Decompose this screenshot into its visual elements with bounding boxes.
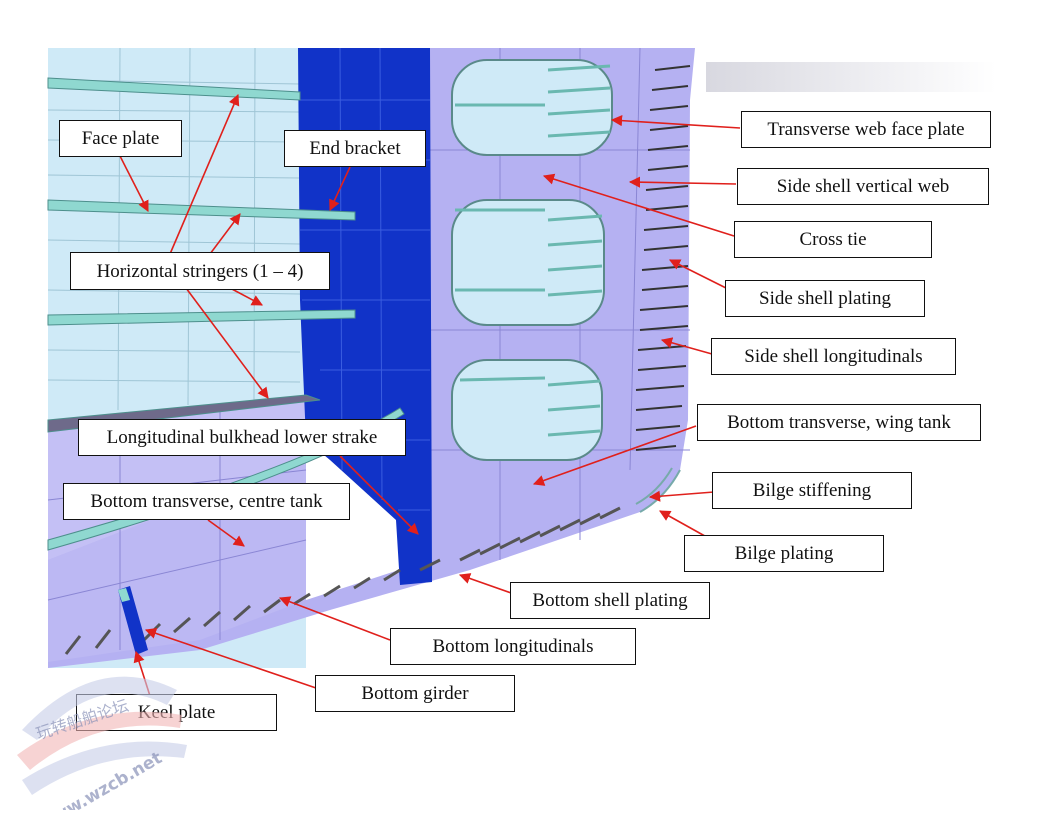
header-bar [706, 62, 996, 92]
web-openings [451, 59, 613, 461]
label-side-shell-vertical-web: Side shell vertical web [737, 168, 989, 205]
label-bottom-longitudinals: Bottom longitudinals [390, 628, 636, 665]
label-bottom-girder: Bottom girder [315, 675, 515, 712]
label-horizontal-stringers: Horizontal stringers (1 – 4) [70, 252, 330, 290]
label-bottom-transverse-wing-tank: Bottom transverse, wing tank [697, 404, 981, 441]
label-face-plate: Face plate [59, 120, 182, 157]
label-longitudinal-bulkhead-lower-strake: Longitudinal bulkhead lower strake [78, 419, 406, 456]
label-cross-tie: Cross tie [734, 221, 932, 258]
opening-stiffeners [455, 64, 611, 437]
label-bottom-transverse-centre-tank: Bottom transverse, centre tank [63, 483, 350, 520]
label-bottom-shell-plating: Bottom shell plating [510, 582, 710, 619]
bilge-graphic [635, 467, 681, 513]
label-bilge-plating: Bilge plating [684, 535, 884, 572]
leader-lines [119, 93, 741, 697]
label-side-shell-plating: Side shell plating [725, 280, 925, 317]
label-bilge-stiffening: Bilge stiffening [712, 472, 912, 509]
label-transverse-web-face-plate: Transverse web face plate [741, 111, 991, 148]
bottom-girder-graphic [118, 586, 148, 655]
side-shell-longitudinals [635, 65, 691, 451]
label-side-shell-longitudinals: Side shell longitudinals [711, 338, 956, 375]
forum-watermark-logo: 玩转船舶论坛 www.wzcb.net [17, 676, 187, 810]
label-end-bracket: End bracket [284, 130, 426, 167]
